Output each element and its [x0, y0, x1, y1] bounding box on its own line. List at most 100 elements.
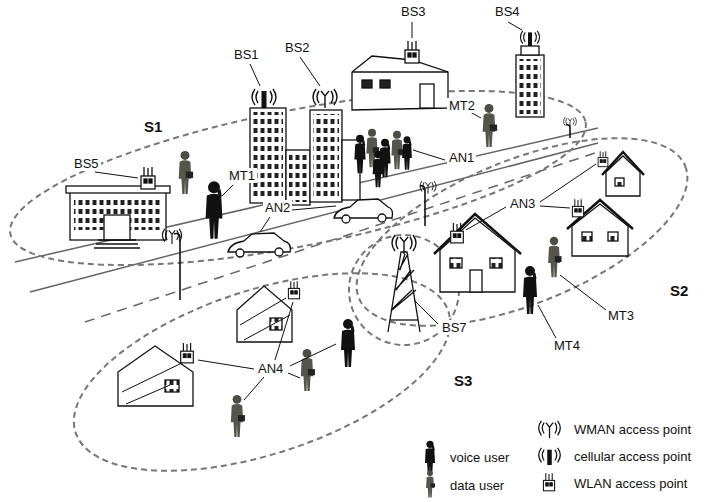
legend-icon [539, 421, 561, 491]
building [104, 215, 130, 240]
lamp-post [174, 234, 180, 301]
legend-icon [543, 473, 554, 491]
user-figure [548, 237, 561, 277]
building [70, 192, 166, 240]
leader-line [508, 22, 522, 30]
lamp-post [420, 186, 425, 226]
car [236, 249, 244, 257]
callout-label: BS3 [399, 4, 428, 19]
leader-line [412, 22, 413, 38]
building [66, 46, 644, 406]
leader-line [540, 206, 570, 208]
user-figure [523, 266, 537, 314]
building [122, 360, 188, 404]
building [240, 298, 290, 340]
leader-line [290, 344, 336, 366]
leader-line [414, 300, 438, 324]
building [286, 150, 310, 205]
building [270, 318, 282, 330]
user-figure [373, 151, 384, 187]
cell-tower [388, 252, 420, 332]
legend-text: WLAN access point [572, 476, 689, 491]
cell-tower [390, 319, 418, 320]
road [15, 128, 598, 262]
callout-label: AN1 [447, 150, 476, 165]
coverage-area [0, 55, 599, 300]
access-point-icon [572, 199, 583, 217]
access-point-icon [181, 343, 194, 363]
leader-line [538, 305, 556, 338]
access-point-icon [598, 151, 608, 166]
user-figure [402, 136, 412, 170]
building [519, 59, 541, 114]
leader-line [466, 207, 506, 230]
building [165, 380, 179, 392]
leader-line [244, 377, 264, 400]
building [615, 178, 624, 186]
building [606, 156, 640, 196]
leader-line [198, 360, 254, 369]
building [313, 114, 339, 199]
building [352, 71, 448, 72]
user-figure [391, 131, 404, 169]
area-label: S1 [142, 118, 164, 135]
legend-icon [539, 448, 561, 465]
access-point-icon [420, 181, 436, 194]
leader-line [560, 275, 606, 310]
building [352, 56, 448, 110]
cell-tower [391, 254, 416, 310]
road [15, 128, 598, 322]
legend-text: WMAN access point [572, 422, 693, 437]
access-point-icon [451, 223, 464, 243]
building [289, 154, 307, 202]
leader-line [222, 185, 233, 196]
building [521, 46, 539, 55]
coverage-area [332, 99, 704, 364]
building [440, 218, 515, 292]
leader-line [300, 57, 320, 86]
user-figure [425, 441, 435, 476]
building [450, 258, 462, 268]
leader-line [95, 22, 606, 400]
building [567, 200, 633, 229]
building [516, 55, 544, 117]
coverage-area [0, 55, 704, 502]
legend-text: voice user [448, 450, 511, 465]
access-point-icon [252, 89, 276, 108]
access-point-icon [392, 235, 416, 254]
access-point-icon [162, 229, 181, 244]
callout-label: MT4 [552, 338, 582, 353]
callout-label: AN4 [256, 361, 285, 376]
leader-line [288, 373, 300, 378]
coverage-area [50, 233, 473, 502]
user-figure [179, 104, 562, 498]
building [490, 258, 502, 268]
car [228, 199, 393, 257]
legend-text: cellular access point [572, 449, 693, 464]
access-point-icon [288, 281, 299, 299]
leader-line [540, 164, 596, 202]
user-figure [231, 395, 245, 437]
user-figure [341, 319, 355, 367]
callout-label: BS5 [72, 156, 101, 171]
access-point-icon [405, 41, 419, 63]
building [420, 84, 434, 108]
callout-label: BS1 [232, 47, 261, 62]
callout-label: MT3 [606, 308, 636, 323]
building [434, 214, 521, 254]
access-point-icon [313, 89, 337, 108]
access-point-icon [141, 167, 155, 189]
building [310, 110, 342, 202]
area-label: S3 [452, 372, 474, 389]
building [253, 112, 283, 200]
callout-label: AN2 [263, 200, 292, 215]
lamp-post [566, 125, 570, 138]
callout-label: BS7 [440, 320, 469, 335]
user-figure [206, 181, 223, 239]
building [470, 270, 482, 292]
legend-icon [539, 421, 561, 438]
area-label: S2 [668, 282, 690, 299]
car [378, 214, 386, 222]
building [362, 80, 372, 88]
